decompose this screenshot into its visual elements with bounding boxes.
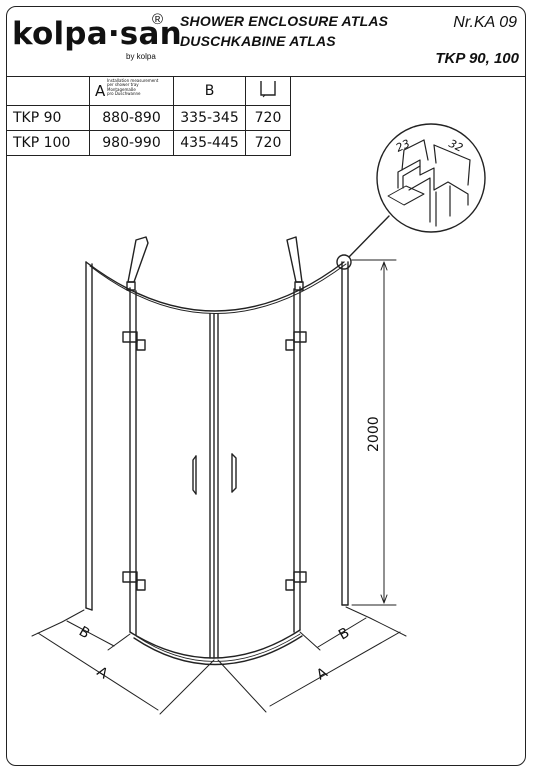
height-dimension	[351, 259, 397, 606]
dimension-table: A Installation measurement per shower tr…	[6, 76, 291, 156]
door-handle-icon	[231, 453, 237, 493]
title-english: SHOWER ENCLOSURE ATLAS	[180, 13, 389, 29]
shower-tray-icon	[260, 81, 276, 98]
tray-cell: 720	[245, 130, 291, 156]
detail-marker	[336, 254, 352, 270]
hinge-icon	[285, 331, 307, 351]
hinge-icon	[122, 571, 146, 591]
support-bar-right	[286, 236, 304, 291]
table-corner-cell	[6, 76, 90, 106]
detail-label: 32	[447, 137, 465, 155]
table-row: TKP 100 980-990 435-445 720	[6, 130, 291, 156]
dimension-label-a: A	[94, 664, 111, 683]
support-bar-left	[126, 236, 149, 291]
tray-cell: 720	[245, 105, 291, 131]
detail-magnifier	[376, 123, 486, 233]
dimension-a-left	[31, 621, 215, 715]
table-row: TKP 90 880-890 335-345 720	[6, 105, 291, 131]
registered-mark: ®	[152, 11, 164, 28]
hinge-icon	[122, 331, 146, 351]
dimension-b-left	[61, 609, 131, 651]
model-numbers: TKP 90, 100	[435, 50, 519, 67]
door-handle-icon	[192, 455, 197, 495]
drawing-sheet	[6, 6, 526, 766]
table-header-row: A Installation measurement per shower tr…	[6, 76, 291, 106]
b-cell: 435-445	[173, 130, 246, 156]
a-cell: 980-990	[89, 130, 174, 156]
profile-detail-drawing	[387, 139, 471, 227]
top-curved-profile	[85, 261, 345, 312]
header-cell-tray	[245, 76, 291, 106]
brand-subtitle: by kolpa	[126, 52, 156, 61]
dimension-label-a: A	[314, 665, 331, 684]
dimension-b-right	[299, 606, 371, 651]
brand-logo: kolpa·san	[12, 16, 182, 52]
height-dimension-label: 2000	[366, 416, 382, 452]
bottom-curved-profile	[129, 629, 301, 659]
header-a-note: Installation measurement per shower tray…	[107, 78, 159, 97]
left-door-panel	[129, 287, 215, 659]
detail-label: 23	[394, 137, 412, 155]
model-cell: TKP 90	[6, 105, 90, 131]
right-fixed-panel	[341, 261, 349, 606]
title-german: DUSCHKABINE ATLAS	[180, 33, 336, 49]
left-fixed-panel	[85, 261, 93, 611]
header-a-letter: A	[95, 82, 106, 100]
hinge-icon	[285, 571, 307, 591]
detail-leader-line	[348, 215, 390, 258]
right-door-panel	[217, 286, 301, 659]
model-cell: TKP 100	[6, 130, 90, 156]
header-cell-a: A Installation measurement per shower tr…	[89, 76, 174, 106]
document-number: Nr.KA 09	[453, 14, 517, 31]
dimension-a-right	[217, 617, 407, 713]
